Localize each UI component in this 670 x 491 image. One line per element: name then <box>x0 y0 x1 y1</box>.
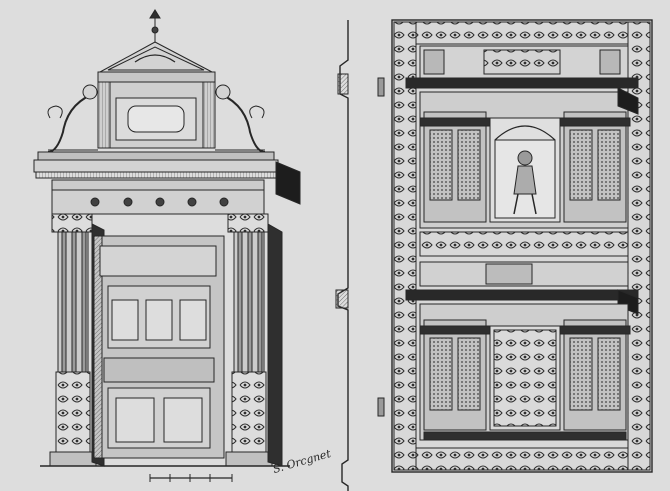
bottom-border-inlay <box>415 447 629 471</box>
right-column <box>225 213 283 467</box>
inlaid-cabinet-door <box>391 19 653 473</box>
right-border-inlay <box>627 21 651 471</box>
upper-right-cabinet <box>559 111 631 223</box>
lower-left-cabinet <box>419 319 491 431</box>
pediment <box>97 41 216 83</box>
lower-right-cabinet <box>559 319 631 431</box>
top-border-inlay <box>415 21 629 45</box>
top-frieze <box>405 45 639 89</box>
upper-tier <box>419 87 639 229</box>
finial-ornament <box>149 9 161 42</box>
attic-cartouche <box>97 81 216 149</box>
right-volute <box>214 84 266 153</box>
upper-left-cabinet <box>419 111 491 223</box>
door-leaf <box>93 235 225 459</box>
central-niche-figure <box>489 117 561 223</box>
doorway-elevation <box>33 9 301 482</box>
cornice <box>33 151 301 215</box>
central-floral-panel <box>489 325 561 431</box>
section-profile <box>335 20 385 491</box>
middle-frieze <box>405 231 639 315</box>
left-volute <box>47 84 99 153</box>
scale-bar <box>149 474 233 482</box>
lower-tier <box>419 303 631 441</box>
left-border-inlay <box>393 21 417 471</box>
